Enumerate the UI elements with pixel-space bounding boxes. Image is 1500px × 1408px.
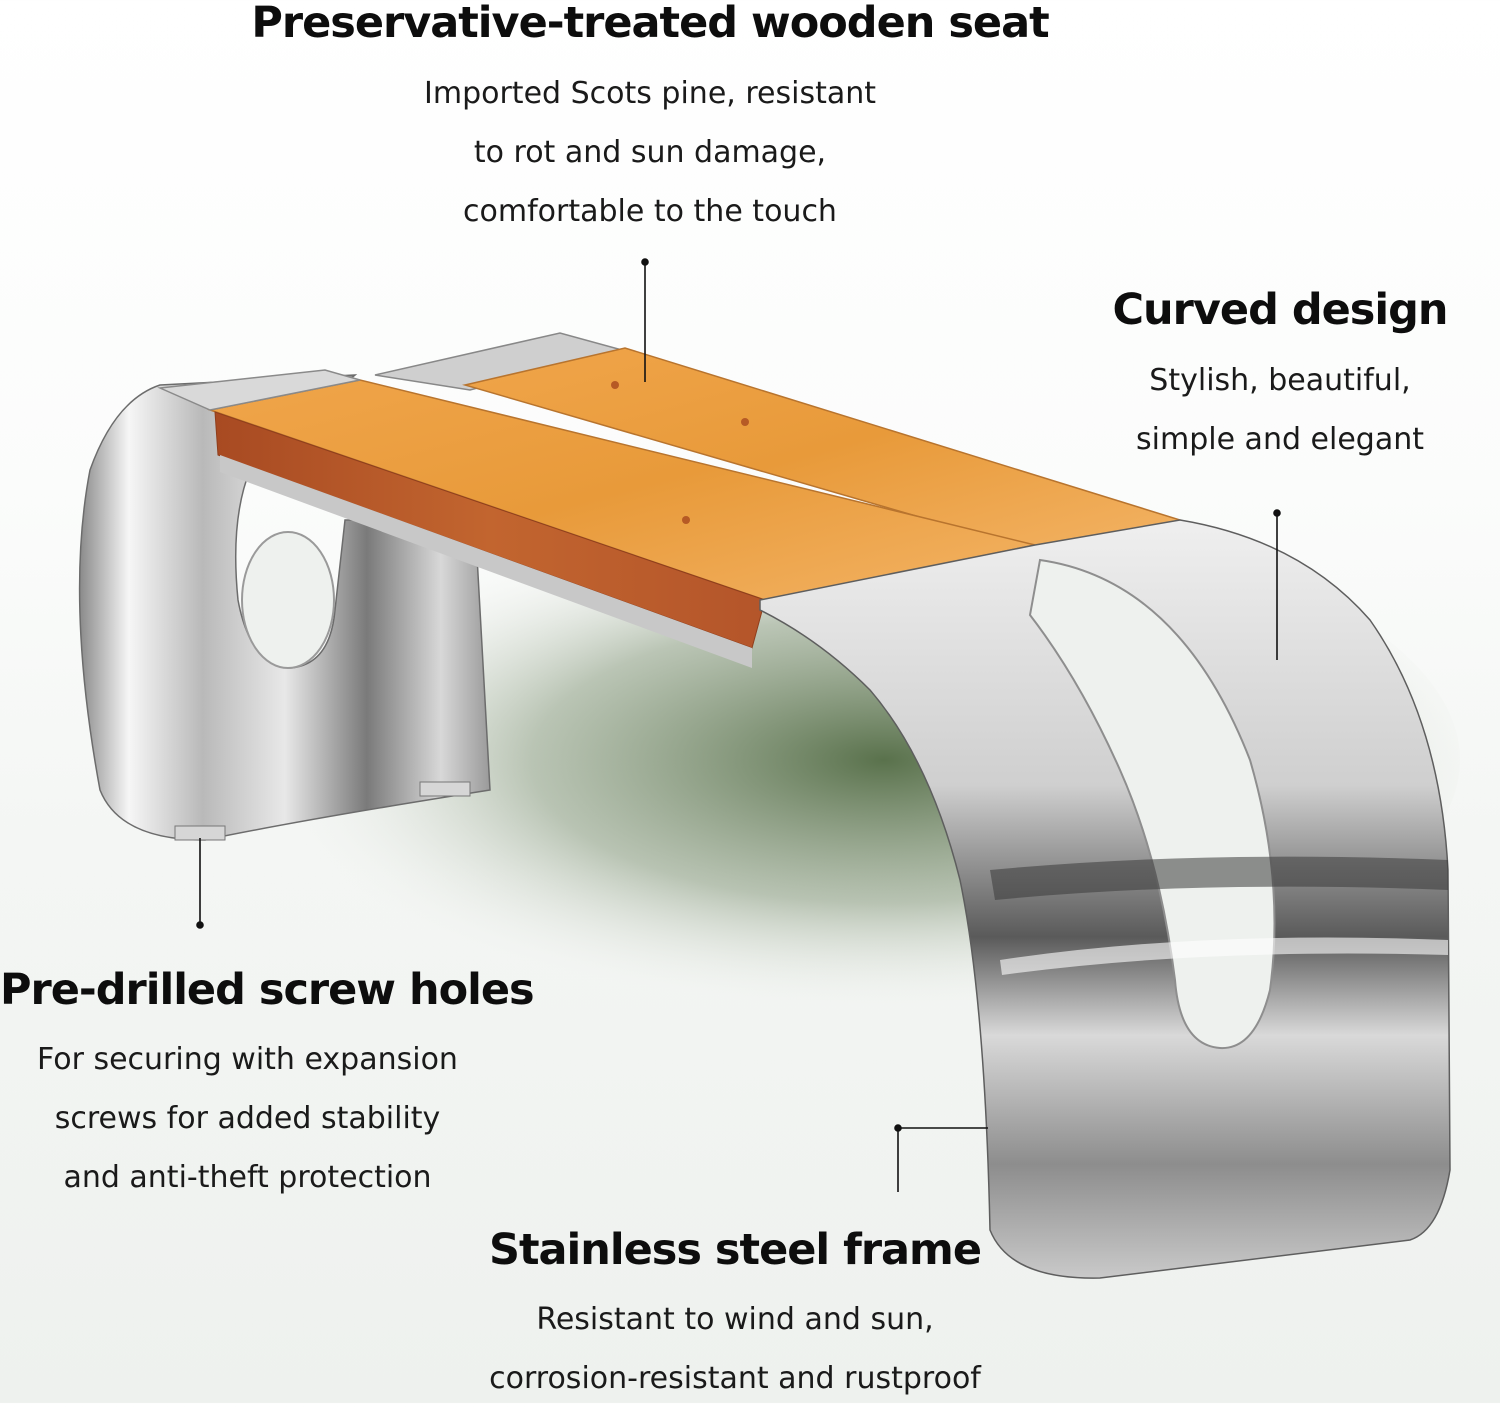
callout-lines bbox=[196, 258, 1281, 1192]
description-line: Imported Scots pine, resistant bbox=[424, 76, 876, 111]
mounting-foot-left bbox=[174, 825, 226, 841]
description-line: comfortable to the touch bbox=[463, 194, 837, 229]
annotation-description: For securing with expansion screws for a… bbox=[0, 1030, 495, 1207]
description-line: to rot and sun damage, bbox=[473, 135, 827, 170]
description-line: simple and elegant bbox=[1136, 422, 1424, 457]
wood-knot bbox=[741, 418, 749, 426]
left-frame-cutout bbox=[241, 531, 335, 669]
wood-knot bbox=[682, 516, 690, 524]
annotation-steel-frame: Stainless steel frame Resistant to wind … bbox=[470, 1222, 1000, 1408]
description-line: For securing with expansion bbox=[37, 1042, 458, 1077]
annotation-title: Stainless steel frame bbox=[488, 1225, 982, 1275]
description-line: Stylish, beautiful, bbox=[1149, 363, 1411, 398]
right-steel-frame bbox=[759, 519, 1451, 1279]
annotation-title: Preservative-treated wooden seat bbox=[251, 0, 1049, 48]
callout-dot-curved bbox=[1273, 509, 1281, 517]
annotation-description: Resistant to wind and sun, corrosion-res… bbox=[470, 1290, 1000, 1408]
front-left-steel-cap bbox=[157, 369, 361, 411]
description-line: screws for added stability bbox=[54, 1101, 441, 1136]
callout-dot-seat bbox=[641, 258, 649, 266]
annotation-description: Stylish, beautiful, simple and elegant bbox=[1080, 351, 1480, 469]
description-line: corrosion-resistant and rustproof bbox=[489, 1361, 981, 1396]
annotation-title: Curved design bbox=[1112, 285, 1449, 335]
annotation-curved-design: Curved design Stylish, beautiful, simple… bbox=[1080, 283, 1480, 469]
annotation-wooden-seat: Preservative-treated wooden seat Importe… bbox=[250, 0, 1050, 241]
annotation-title: Pre-drilled screw holes bbox=[0, 965, 535, 1015]
description-line: Resistant to wind and sun, bbox=[536, 1302, 934, 1337]
callout-dot-screw bbox=[196, 921, 204, 929]
left-steel-frame bbox=[78, 374, 491, 841]
callout-dot-frame bbox=[894, 1124, 902, 1132]
description-line: and anti-theft protection bbox=[63, 1160, 432, 1195]
mounting-foot-right bbox=[419, 781, 471, 797]
wood-knot bbox=[611, 381, 619, 389]
annotation-description: Imported Scots pine, resistant to rot an… bbox=[250, 64, 1050, 241]
right-frame-slot bbox=[1028, 558, 1276, 1050]
annotation-screw-holes: Pre-drilled screw holes For securing wit… bbox=[0, 962, 535, 1207]
